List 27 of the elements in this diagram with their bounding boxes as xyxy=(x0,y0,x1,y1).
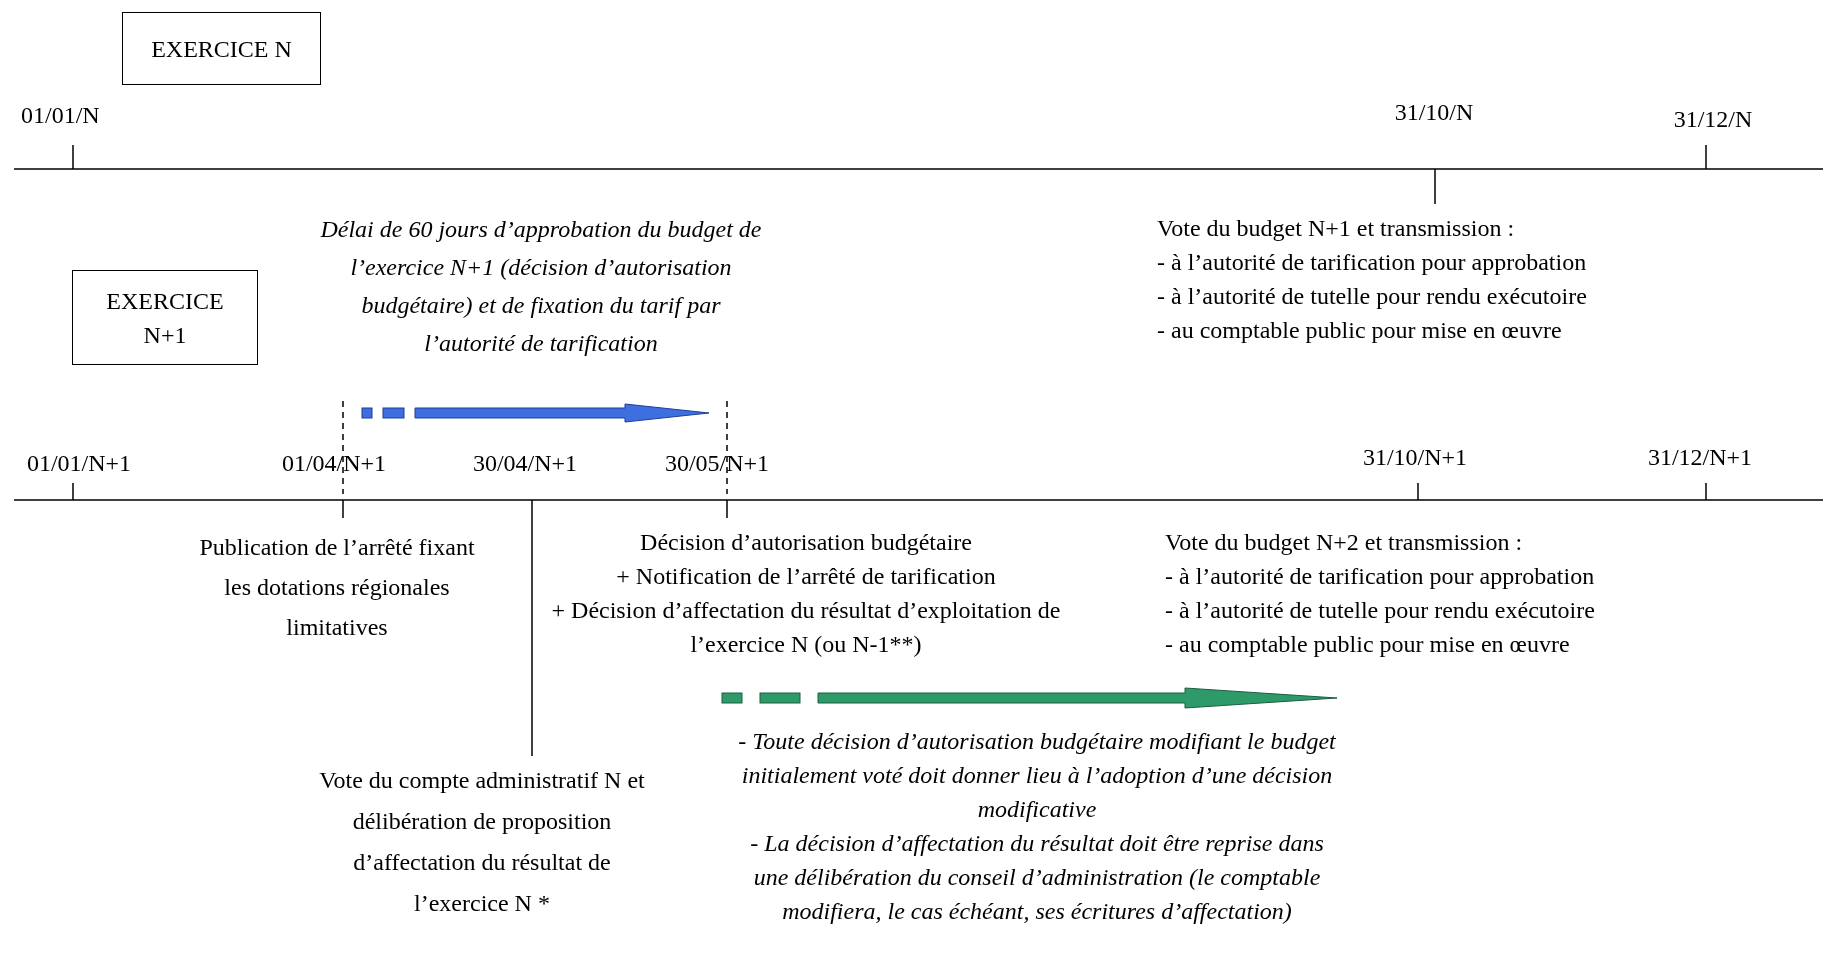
period-box: EXERCICE N+1 xyxy=(72,270,258,365)
date-label: 30/04/N+1 xyxy=(472,449,578,478)
date-label: 31/10/N+1 xyxy=(1362,443,1468,472)
date-label: 01/04/N+1 xyxy=(281,449,387,478)
date-label: 31/12/N+1 xyxy=(1647,443,1753,472)
event-description: Vote du compte administratif N et délibération de proposition d’affectation du résultat de l’exercice N * xyxy=(318,766,646,918)
event-description: Décision d’autorisation budgétaire xyxy=(640,528,972,557)
list-item: - au comptable public pour mise en œuvre xyxy=(1157,316,1562,345)
date-label: 01/01/N+1 xyxy=(26,449,132,478)
event-description: Vote du budget N+2 et transmission : xyxy=(1165,528,1523,557)
event-description: + Décision d’affectation du résultat d’exploitation de l’exercice N (ou N-1**) xyxy=(551,596,1061,659)
event-description: Vote du budget N+1 et transmission : xyxy=(1157,214,1515,243)
period-note: - Toute décision d’autorisation budgétaire modifiant le budget initialement voté doit donner lieu à l’adoption d’une décision modificative xyxy=(737,727,1337,824)
event-description: Publication de l’arrêté fixant les dotations régionales limitatives xyxy=(198,533,476,642)
period-box: EXERCICE N xyxy=(122,12,321,85)
date-label: 30/05/N+1 xyxy=(664,449,770,478)
list-item: - au comptable public pour mise en œuvre xyxy=(1165,630,1570,659)
period-note: Délai de 60 jours d’approbation du budget de l’exercice N+1 (décision d’autorisation budgétaire) et de fixation du tarif par l’autorité de tarification xyxy=(319,215,763,358)
date-label: 31/10/N xyxy=(1394,98,1474,127)
period-note: - La décision d’affectation du résultat doit être reprise dans une délibération du conseil d’administration (le comptable modifiera, le cas échéant, ses écritures d’affectation) xyxy=(749,829,1325,926)
date-label: 01/01/N xyxy=(21,101,100,130)
list-item: - à l’autorité de tutelle pour rendu exécutoire xyxy=(1165,596,1595,625)
list-item: - à l’autorité de tarification pour approbation xyxy=(1157,248,1587,277)
date-label: 31/12/N xyxy=(1673,105,1753,134)
event-description: + Notification de l’arrêté de tarification xyxy=(616,562,996,591)
list-item: - à l’autorité de tutelle pour rendu exécutoire xyxy=(1157,282,1587,311)
list-item: - à l’autorité de tarification pour approbation xyxy=(1165,562,1595,591)
